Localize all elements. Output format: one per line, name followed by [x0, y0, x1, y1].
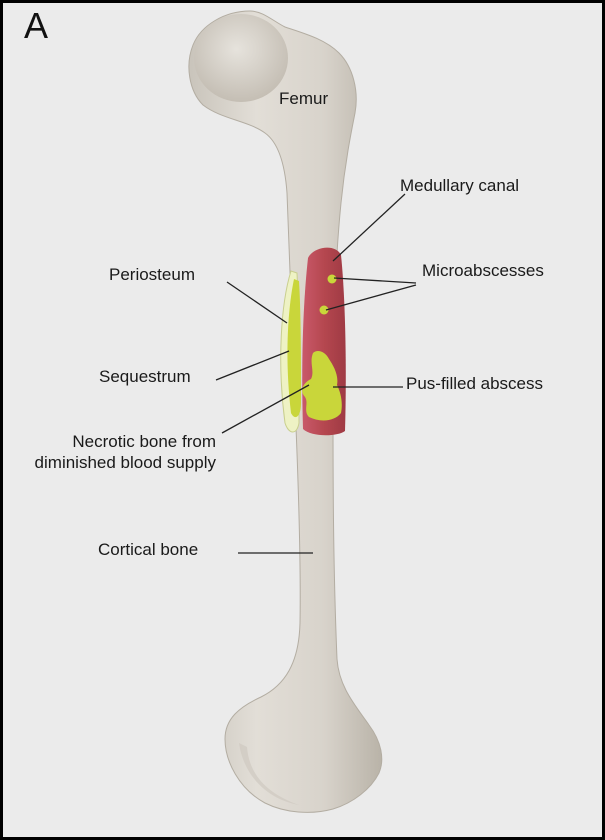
sequestrum	[287, 279, 301, 418]
pus-abscess	[302, 351, 342, 421]
label-sequestrum: Sequestrum	[99, 367, 191, 386]
label-necrotic-bone: Necrotic bone from diminished blood supp…	[4, 431, 216, 473]
leader-sequestrum	[215, 350, 290, 381]
label-necrotic-line-2: diminished blood supply	[34, 453, 216, 472]
label-necrotic-line-1: Necrotic bone from	[72, 432, 216, 451]
leader-micro-2	[325, 284, 417, 311]
femur-bone	[188, 10, 383, 813]
label-femur: Femur	[279, 89, 329, 108]
label-medullary-canal: Medullary canal	[400, 176, 520, 195]
leader-necrotic	[221, 384, 310, 434]
microabscess-2	[319, 305, 329, 315]
leader-lines	[215, 193, 417, 554]
femoral-head	[194, 14, 288, 102]
leader-micro-1	[333, 277, 417, 284]
leader-periosteum	[226, 281, 288, 324]
condyle-shade	[239, 743, 299, 805]
panel-letter: A	[24, 5, 49, 46]
leader-medullary	[332, 193, 406, 262]
label-cortical-bone: Cortical bone	[98, 540, 199, 559]
label-periosteum: Periosteum	[109, 265, 195, 284]
microabscess-1	[327, 274, 337, 284]
label-microabscesses: Microabscesses	[422, 261, 544, 280]
femur-diagram	[188, 10, 417, 813]
diagram-panel: A	[3, 3, 602, 837]
label-pus-filled-abscess: Pus-filled abscess	[406, 374, 544, 393]
